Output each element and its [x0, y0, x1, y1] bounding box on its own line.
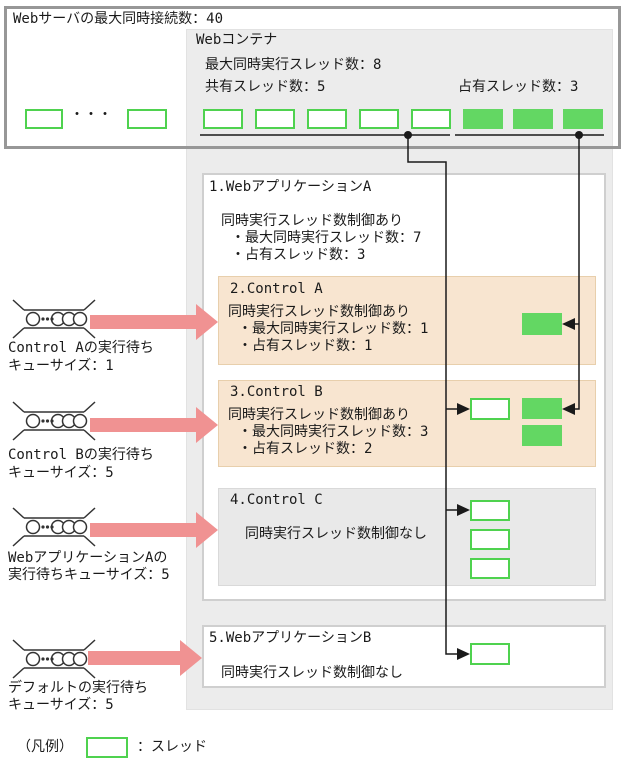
shared-thread-box — [255, 109, 295, 129]
web-app-b-line1: 同時実行スレッド数制御なし — [221, 665, 403, 681]
shared-thread-box — [411, 109, 451, 129]
control-a-line3: ・占有スレッド数：1 — [238, 338, 373, 354]
control-a-line2: ・最大同時実行スレッド数：1 — [238, 321, 429, 337]
queue-app-a-label-line1: WebアプリケーションAの — [8, 550, 168, 566]
legend-prefix: （凡例） — [17, 739, 73, 755]
legend-label: ：スレッド — [137, 739, 207, 755]
max-threads-label: 最大同時実行スレッド数：8 — [205, 57, 382, 73]
control-b-line3: ・占有スレッド数：2 — [238, 441, 373, 457]
queue-a-label-line2: キューサイズ：1 — [8, 358, 114, 374]
queue-default-label-line1: デフォルトの実行待ち — [8, 680, 148, 696]
control-b-title: 3.Control B — [230, 384, 323, 400]
queue-default-label-line2: キューサイズ：5 — [8, 697, 114, 713]
control-a-line1: 同時実行スレッド数制御あり — [228, 304, 410, 320]
queue-b-label-line2: キューサイズ：5 — [8, 465, 114, 481]
web-app-a-line3: ・占有スレッド数：3 — [231, 247, 366, 263]
web-app-b-title: 5.WebアプリケーションB — [209, 630, 372, 646]
web-app-b-box — [202, 625, 606, 688]
queue-a-label-line1: Control Aの実行待ち — [8, 340, 154, 356]
dedicated-thread-box — [513, 109, 553, 129]
request-arrow — [90, 304, 218, 340]
shared-thread-box — [203, 109, 243, 129]
legend-thread-box — [86, 737, 128, 758]
queue-icon — [12, 639, 96, 679]
control-c-box — [218, 488, 596, 586]
control-a-title: 2.Control A — [230, 281, 323, 297]
web-app-a-line1: 同時実行スレッド数制御あり — [221, 213, 403, 229]
control-b-shared-thread — [470, 398, 510, 420]
shared-thread-box — [307, 109, 347, 129]
control-b-line2: ・最大同時実行スレッド数：3 — [238, 424, 429, 440]
ellipsis-dots: ・・・ — [70, 107, 112, 123]
queue-app-a-label-line2: 実行待ちキューサイズ：5 — [8, 567, 170, 583]
control-b-box — [218, 380, 596, 467]
control-b-dedicated-thread — [522, 425, 562, 446]
queue-b-label-line1: Control Bの実行待ち — [8, 447, 154, 463]
request-arrow — [90, 407, 218, 443]
queue-icon — [12, 299, 96, 339]
request-arrow — [88, 640, 202, 676]
connection-thread-box — [127, 109, 167, 129]
dedicated-thread-box — [563, 109, 603, 129]
control-c-title: 4.Control C — [230, 492, 323, 508]
queue-icon — [12, 507, 96, 547]
control-c-thread — [470, 558, 510, 579]
web-container-title: Webコンテナ — [196, 32, 278, 48]
shared-thread-box — [359, 109, 399, 129]
dedicated-threads-label: 占有スレッド数：3 — [458, 79, 579, 95]
control-c-thread — [470, 500, 510, 521]
web-server-box — [4, 6, 621, 149]
control-b-dedicated-thread — [522, 398, 562, 419]
web-app-a-title: 1.WebアプリケーションA — [209, 179, 372, 195]
request-arrow — [90, 512, 218, 548]
control-b-line1: 同時実行スレッド数制御あり — [228, 407, 410, 423]
web-server-title: Webサーバの最大同時接続数：40 — [13, 11, 224, 27]
connection-thread-box — [25, 109, 63, 129]
dedicated-thread-box — [463, 109, 503, 129]
web-app-a-line2: ・最大同時実行スレッド数：7 — [231, 230, 422, 246]
queue-icon — [12, 401, 96, 441]
shared-threads-label: 共有スレッド数：5 — [205, 79, 326, 95]
control-c-thread — [470, 529, 510, 550]
control-c-line1: 同時実行スレッド数制御なし — [245, 526, 427, 542]
control-a-dedicated-thread — [522, 313, 562, 335]
web-app-b-thread — [470, 643, 510, 665]
